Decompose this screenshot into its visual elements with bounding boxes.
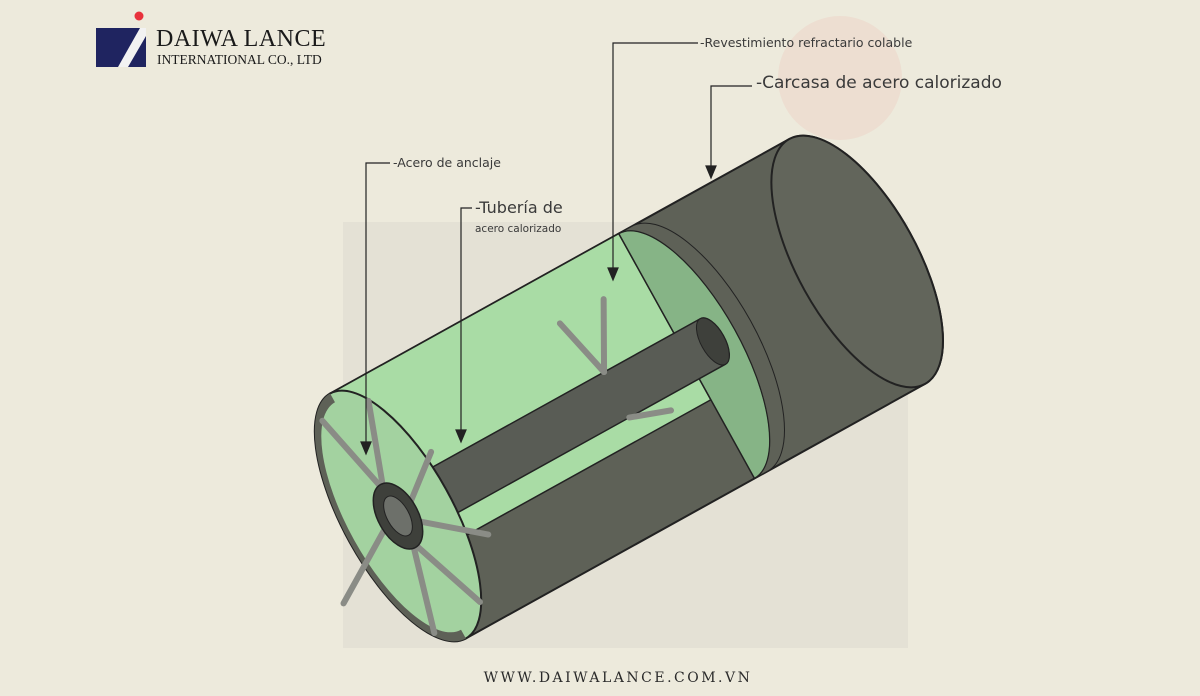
logo-mark bbox=[96, 11, 146, 67]
background-circle bbox=[778, 16, 902, 140]
arrow-icon bbox=[360, 441, 372, 456]
arrow-icon bbox=[607, 267, 619, 282]
leader-lines bbox=[360, 42, 752, 456]
pipe-far-end bbox=[695, 317, 730, 366]
shell-cut-edge bbox=[618, 222, 785, 479]
footer-website: WWW.DAIWALANCE.COM.VN bbox=[483, 670, 753, 686]
cylinder-cutaway bbox=[313, 134, 944, 643]
pipe-bore bbox=[383, 495, 413, 537]
label-anchor: -Acero de anclaje bbox=[393, 155, 501, 170]
label-pipe-line2: acero calorizado bbox=[475, 223, 562, 235]
shell-back-end bbox=[770, 134, 944, 389]
logo-subtitle: INTERNATIONAL CO., LTD bbox=[157, 52, 322, 67]
logo-name: DAIWA LANCE bbox=[156, 26, 327, 52]
label-pipe-line1: -Tubería de bbox=[475, 198, 563, 217]
arrow-icon bbox=[705, 165, 717, 180]
label-shell: -Carcasa de acero calorizado bbox=[756, 73, 1002, 93]
label-refractory: -Revestimiento refractario colable bbox=[700, 35, 913, 50]
arrow-icon bbox=[455, 429, 467, 444]
